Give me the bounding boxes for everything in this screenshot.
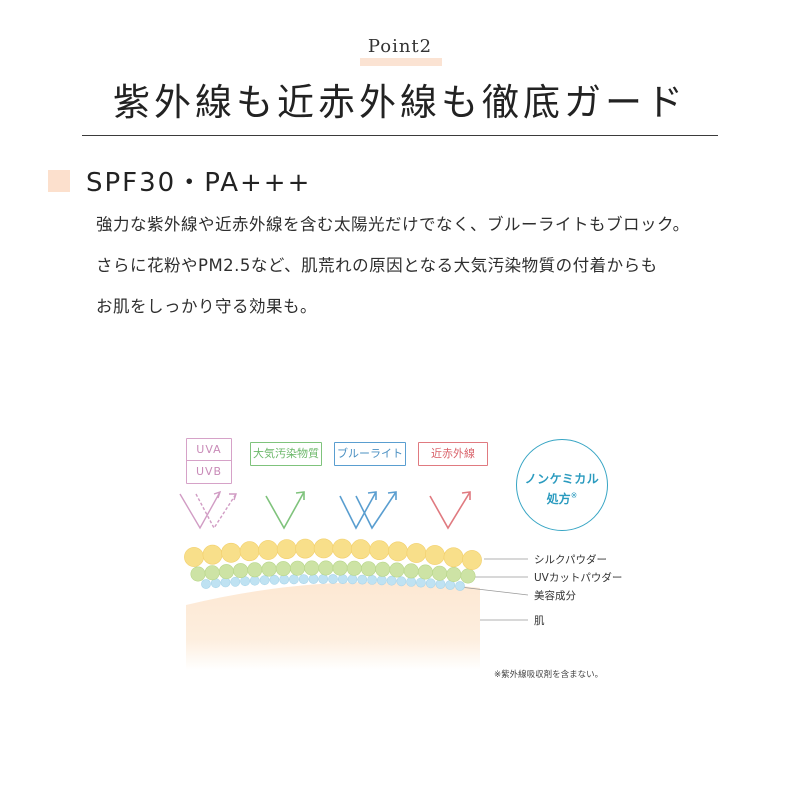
beauty-particle bbox=[337, 574, 348, 584]
spf-heading: SPF30・PA+++ bbox=[86, 168, 312, 198]
badge-line-2-text: 処方 bbox=[546, 492, 571, 506]
page-title: 紫外線も近赤外線も徹底ガード bbox=[113, 81, 687, 124]
uvcut-particle bbox=[261, 561, 277, 577]
point-label: Point2 bbox=[367, 36, 433, 57]
uva-arrow bbox=[179, 491, 221, 530]
uv-arrows bbox=[179, 490, 237, 530]
skin-layer bbox=[186, 581, 480, 670]
uvcut-particle bbox=[247, 562, 263, 578]
uvcut-particle bbox=[389, 562, 405, 578]
silk-particle bbox=[406, 543, 427, 563]
silk-particle bbox=[184, 547, 204, 567]
uvcut-particle bbox=[460, 568, 476, 584]
silk-particle bbox=[369, 540, 390, 561]
silk-powder-label: シルクパウダー bbox=[534, 554, 607, 566]
non-chemical-badge: ノンケミカル 処方※ bbox=[516, 439, 608, 531]
uvcut-particle bbox=[332, 560, 348, 576]
badge-line-1: ノンケミカル bbox=[524, 472, 600, 486]
beauty-particle bbox=[288, 574, 299, 585]
beauty-particle bbox=[230, 576, 241, 587]
beauty-particle bbox=[220, 577, 231, 588]
badge-mark: ※ bbox=[570, 491, 578, 500]
footnote: ※紫外線吸収剤を含まない。 bbox=[494, 670, 604, 680]
uvcut-particle bbox=[375, 561, 391, 577]
silk-particle bbox=[387, 541, 408, 562]
air-arrow bbox=[265, 491, 305, 530]
uvcut-particle bbox=[289, 560, 305, 576]
silk-particle bbox=[239, 541, 260, 562]
uv-cut-powder-label: UVカットパウダー bbox=[534, 572, 623, 584]
uvcut-particle bbox=[403, 563, 419, 579]
beauty-particle bbox=[435, 579, 446, 589]
uvcut-particle bbox=[417, 564, 433, 580]
beauty-particle bbox=[347, 574, 358, 585]
silk-particle bbox=[202, 544, 223, 565]
silk-particle bbox=[462, 550, 482, 570]
blue-arrows bbox=[339, 491, 397, 530]
silk-particle bbox=[295, 538, 316, 559]
uva-chip: UVA bbox=[186, 438, 232, 462]
protection-diagram: UVA UVB 大気汚染物質 ブルーライト 近赤外線 ノンケミカル 処方※ シル… bbox=[0, 430, 800, 710]
uvcut-particle bbox=[275, 561, 291, 577]
near-infrared-chip: 近赤外線 bbox=[418, 442, 488, 466]
uvcut-particle bbox=[346, 560, 362, 576]
description: 強力な紫外線や近赤外線を含む太陽光だけでなく、ブルーライトもブロック。 さらに花… bbox=[96, 204, 776, 327]
silk-particle bbox=[221, 542, 242, 563]
silk-particle bbox=[350, 539, 371, 560]
uvb-chip: UVB bbox=[186, 460, 232, 484]
leader-line-beauty bbox=[459, 586, 529, 596]
beauty-particle bbox=[259, 575, 270, 586]
silk-particle bbox=[276, 539, 297, 560]
beauty-particle bbox=[298, 574, 309, 584]
air-pollutant-chip: 大気汚染物質 bbox=[250, 442, 322, 466]
beauty-particle bbox=[328, 574, 338, 584]
silk-particles bbox=[184, 538, 482, 570]
beauty-ingredient-label: 美容成分 bbox=[534, 590, 576, 602]
beauty-particle bbox=[367, 574, 377, 585]
uvcut-particle bbox=[218, 564, 234, 580]
uvcut-particles bbox=[190, 560, 476, 584]
uvcut-particle bbox=[318, 560, 334, 576]
description-line-1: 強力な紫外線や近赤外線を含む太陽光だけでなく、ブルーライトもブロック。 bbox=[96, 215, 690, 234]
blue-light-chip: ブルーライト bbox=[334, 442, 406, 466]
beauty-particle bbox=[455, 581, 465, 591]
silk-particle bbox=[313, 538, 334, 559]
beauty-particle bbox=[396, 576, 407, 587]
point-underline bbox=[360, 58, 442, 66]
beauty-particle bbox=[425, 578, 436, 589]
beauty-particle bbox=[386, 575, 397, 586]
beauty-particle bbox=[279, 574, 290, 585]
uvb-arrow bbox=[195, 493, 237, 530]
uvcut-particle bbox=[233, 563, 249, 579]
uvcut-particle bbox=[304, 560, 320, 576]
beauty-particle bbox=[318, 574, 329, 584]
badge-line-2: 処方※ bbox=[517, 490, 607, 507]
heading-marker bbox=[48, 170, 70, 192]
uvcut-particle bbox=[360, 561, 376, 577]
silk-particle bbox=[258, 540, 279, 560]
uvcut-particle bbox=[432, 565, 448, 581]
beauty-particle bbox=[308, 574, 319, 584]
beauty-particle bbox=[415, 577, 426, 588]
beauty-particle bbox=[357, 574, 368, 585]
beauty-particle bbox=[406, 576, 417, 587]
description-line-3: お肌をしっかり守る効果も。 bbox=[96, 297, 317, 316]
beauty-particle bbox=[376, 575, 387, 586]
silk-particle bbox=[443, 547, 464, 568]
silk-particle bbox=[424, 545, 445, 565]
uvcut-particle bbox=[190, 566, 206, 582]
title-divider bbox=[82, 135, 718, 136]
beauty-particle bbox=[269, 574, 280, 585]
uvcut-particle bbox=[446, 567, 462, 583]
diagram-graphic bbox=[179, 490, 529, 670]
ir-arrow bbox=[429, 491, 471, 530]
beauty-particle bbox=[249, 575, 260, 586]
description-line-2: さらに花粉やPM2.5など、肌荒れの原因となる大気汚染物質の付着からも bbox=[96, 256, 658, 275]
silk-particle bbox=[332, 538, 353, 559]
beauty-particle bbox=[201, 579, 211, 589]
skin-label: 肌 bbox=[534, 615, 545, 627]
uvcut-particle bbox=[204, 565, 220, 581]
